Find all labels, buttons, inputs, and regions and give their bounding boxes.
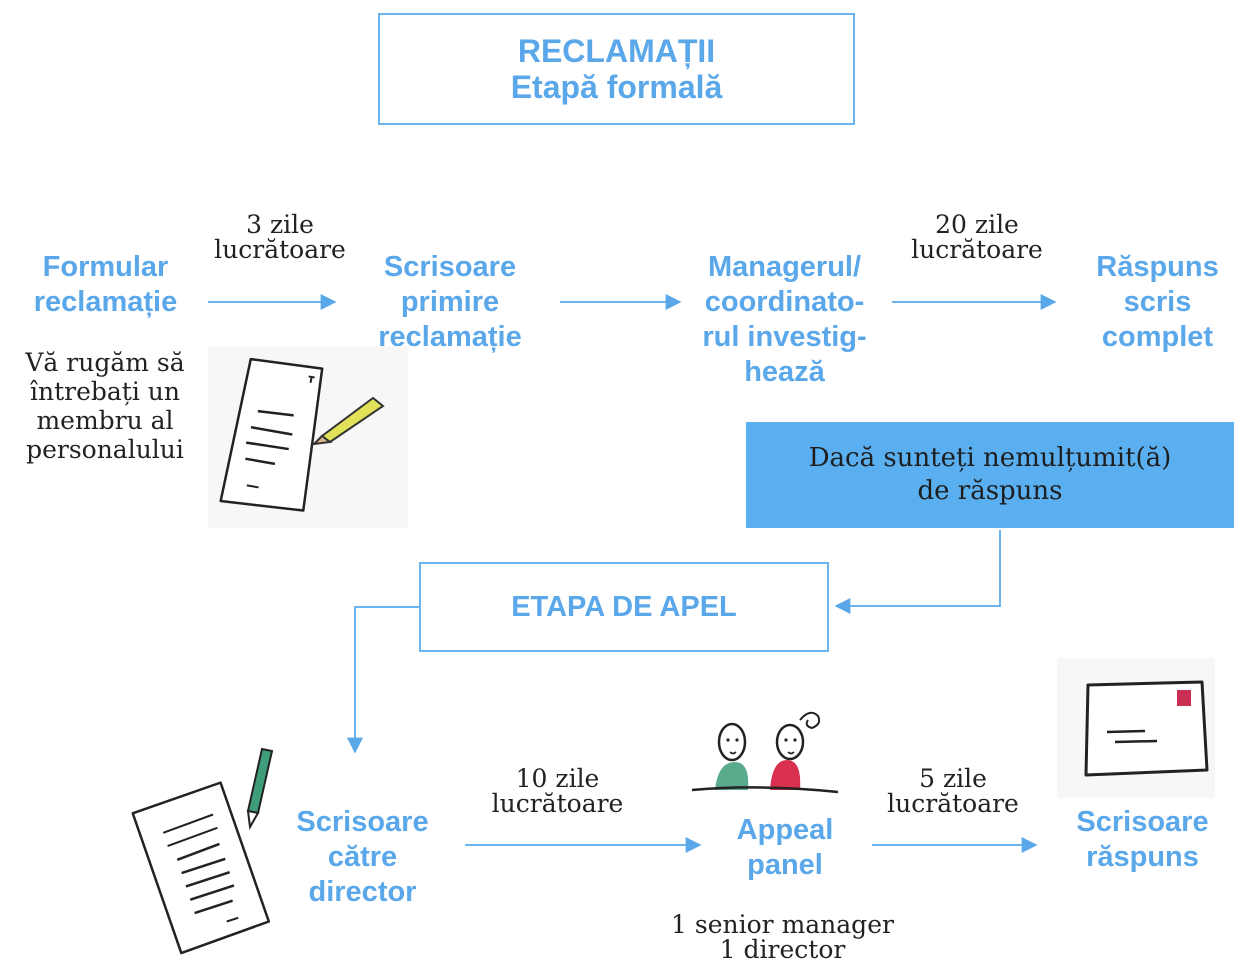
pencil-icon [311,396,385,446]
node-formular: Formular reclamație [33,251,178,318]
title-main: RECLAMAȚII [517,33,716,69]
people-sketch-icon [691,711,839,794]
node-scrisoare-director: Scrisoare către director [296,806,429,908]
title-sub: Etapă formală [510,69,723,105]
pen-icon [246,747,274,831]
note-panel-members: 1 senior manager 1 director [671,910,894,964]
note-ask-staff: Vă rugăm să întrebați un membru al perso… [25,348,185,464]
note-5-zile: 5 zile lucrătoare [887,764,1019,818]
envelope-sketch-icon [1057,658,1215,798]
note-3-zile: 3 zile lucrătoare [214,210,346,264]
node-scrisoare-raspuns: Scrisoare răspuns [1076,806,1209,873]
connector-unhappy-to-appeal [834,530,1001,614]
appeal-stage-label: ETAPA DE APEL [511,590,737,623]
letter-sketch-icon [131,747,274,955]
unhappy-box: Dacă sunteți nemulțumit(ă) de răspuns [746,422,1234,528]
note-20-zile: 20 zile lucrătoare [911,210,1043,264]
form-sketch-icon [208,346,408,528]
connector-appeal-to-director [347,606,419,754]
node-appeal-panel: Appeal panel [736,814,834,881]
appeal-stage-box: ETAPA DE APEL [419,562,829,652]
title-box: RECLAMAȚII Etapă formală [378,13,855,125]
node-raspuns-scris: Răspuns scris complet [1096,251,1219,353]
note-10-zile: 10 zile lucrătoare [491,764,624,818]
node-manager: Managerul/ coordinato- rul investig- hea… [702,251,867,388]
